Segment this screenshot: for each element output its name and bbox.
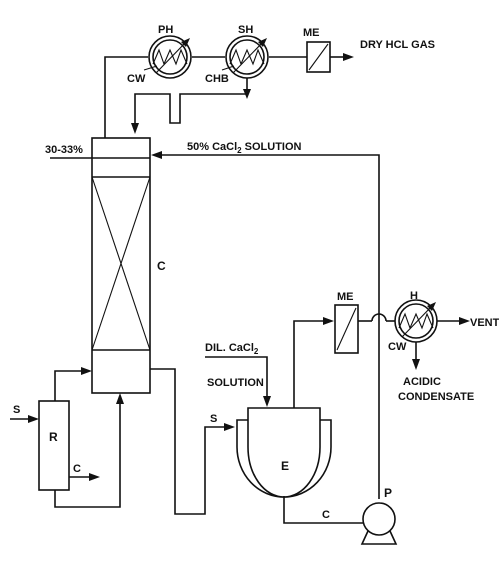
cw-top-label: CW (127, 73, 146, 85)
s-evap-label: S (210, 413, 217, 425)
evaporator-label: E (281, 459, 289, 473)
reactor-label: R (49, 430, 58, 444)
dil-cacl2-label: DIL. CaCl2 (205, 342, 259, 356)
top-gas-line (104, 53, 354, 138)
cw-lead-line (143, 65, 158, 71)
reactor-c-arrow (89, 473, 100, 481)
chb-lead-line (221, 65, 235, 71)
concentrate-line (283, 496, 364, 524)
ph-heat-exchanger (148, 35, 192, 79)
bottoms-recycle-arrow (116, 393, 124, 404)
dry-hcl-gas-label: DRY HCL GAS (360, 39, 435, 51)
concentration-label: 30-33% (45, 144, 83, 156)
pump-label: P (384, 486, 392, 500)
s-left-label: S (13, 404, 20, 416)
me-top-label: ME (303, 27, 320, 39)
condensate-label: CONDENSATE (398, 391, 474, 403)
reactor-gas-arrow (81, 367, 92, 375)
h-label: H (410, 290, 418, 302)
dilute-outlet-arrow (224, 423, 235, 431)
vent-label: VENT (470, 317, 499, 329)
dil-cacl2-arrow (263, 396, 271, 407)
cacl2-return-line (151, 151, 380, 499)
dil-cacl2-line (205, 356, 268, 397)
condensate-return-line (131, 78, 251, 134)
sh-label: SH (238, 24, 253, 36)
ph-label: PH (158, 24, 173, 36)
c-reactor-label: C (73, 463, 81, 475)
acidic-label: ACIDIC (403, 376, 441, 388)
chb-label: CHB (205, 73, 229, 85)
cacl2-50-main: 50% CaCl (187, 141, 237, 153)
dilute-outlet-line (150, 368, 225, 515)
me-middle-label: ME (337, 291, 354, 303)
evaporator-vapor-line (293, 313, 470, 408)
evaporator (236, 407, 332, 498)
bottoms-recycle-line (54, 403, 121, 508)
mist-eliminator-middle (334, 304, 359, 354)
dil-cacl2-sub: 2 (254, 347, 259, 356)
sh-heat-exchanger (225, 35, 269, 79)
reactor (38, 400, 70, 491)
column-label: C (157, 259, 166, 273)
pump (360, 502, 398, 545)
cw-right-label: CW (388, 341, 407, 353)
cacl2-50-tail: SOLUTION (242, 141, 302, 153)
condensate-outlet-arrow (412, 359, 420, 370)
cacl2-50-label: 50% CaCl2 SOLUTION (187, 141, 302, 155)
mist-eliminator-top (306, 41, 331, 73)
cacl2-50-sub: 2 (237, 146, 242, 155)
dil-cacl2-main: DIL. CaCl (205, 342, 254, 354)
vent-condenser (394, 299, 438, 343)
reactor-gas-line (54, 370, 82, 401)
s-feed-arrow (28, 415, 39, 423)
solution-label: SOLUTION (207, 377, 264, 389)
c-bottom-label: C (322, 509, 330, 521)
absorption-column (91, 137, 151, 394)
